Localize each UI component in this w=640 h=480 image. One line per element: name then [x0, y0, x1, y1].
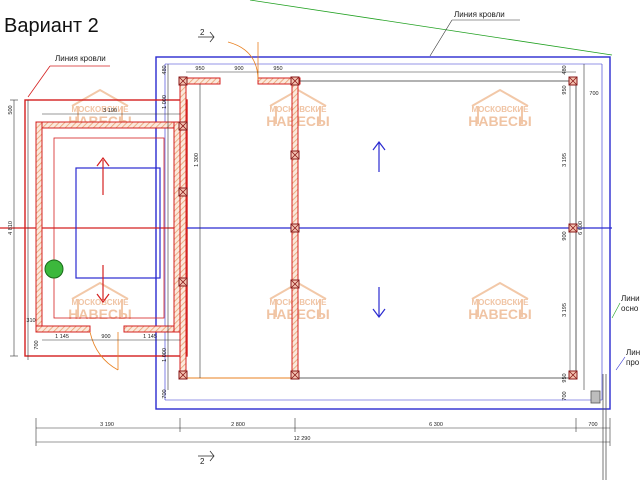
section-mark-bottom: 2: [198, 450, 215, 466]
dim-right-3195a: 3 195: [562, 153, 568, 167]
left-room-wall-left: [35, 121, 43, 333]
watermark-4-line1: МОСКОВСКИЕ: [72, 298, 130, 307]
post: [568, 76, 578, 86]
right-label-4: про: [626, 358, 640, 367]
section-mark-top: 2: [198, 28, 215, 43]
watermark-text-group: МОСКОВСКИЕ НАВЕСЫ МОСКОВСКИЕ НАВЕСЫ МОСК…: [68, 105, 532, 322]
watermark-3-line1: МОСКОВСКИЕ: [472, 105, 530, 114]
left-room-wall-top: [35, 121, 181, 129]
watermark-6: [471, 281, 529, 317]
post: [290, 370, 300, 380]
right-label-3: Лини: [626, 348, 640, 357]
watermark-4: [71, 281, 129, 317]
page-title: Вариант 2: [4, 15, 99, 37]
watermark-6-line2: НАВЕСЫ: [468, 306, 532, 322]
dim-top-950a: 950: [195, 66, 204, 72]
dim-bottom-total: 12 290: [294, 436, 311, 442]
roof-label-top-group: Линия кровли: [429, 10, 520, 57]
left-room-blue-square: [75, 167, 161, 279]
roof-leader-top-diag: [429, 19, 453, 57]
downpipe: [590, 390, 601, 404]
roof-diagonal-line: [249, 0, 613, 56]
section-mark-top-label: 2: [200, 28, 205, 37]
dim-left-500: 500: [8, 105, 14, 114]
post: [178, 277, 188, 287]
dim-bottom-700: 700: [588, 422, 597, 428]
roof-label-top: Линия кровли: [454, 10, 505, 19]
left-room-inner-line: [53, 137, 165, 319]
post: [178, 187, 188, 197]
dim-door-900a: 900: [101, 334, 110, 340]
dim-col-1000b: 1 000: [162, 348, 168, 362]
dimension-texts-vertical: 4 810 500 700 480 1 000 1 300 1 000 700 …: [8, 65, 584, 400]
dim-right-700a: 700: [589, 91, 598, 97]
dim-top-900: 900: [234, 66, 243, 72]
roof-label-left-group: Линия кровли: [27, 54, 110, 98]
dim-right-6600: 6 600: [578, 221, 584, 235]
section-mark-bottom-label: 2: [200, 457, 205, 466]
dim-right-950b: 950: [562, 373, 568, 382]
dim-right-700b: 700: [562, 391, 568, 400]
post: [290, 223, 300, 233]
dim-left-310: 310: [26, 318, 35, 324]
right-label-2: осно: [621, 304, 639, 313]
post: [178, 370, 188, 380]
dim-top-3190: 3 190: [103, 108, 117, 114]
dim-right-900: 900: [562, 231, 568, 240]
dimension-texts: 3 190 2 800 6 300 700 12 290 3 190 1 145…: [26, 66, 598, 442]
dim-door-1145a: 1 145: [55, 334, 69, 340]
dim-left-4810: 4 810: [8, 221, 14, 235]
post: [568, 223, 578, 233]
watermark-group: [71, 88, 529, 317]
post: [178, 121, 188, 131]
left-room-wall-right: [173, 121, 181, 333]
dim-right-3195b: 3 195: [562, 303, 568, 317]
roof-slope-arrows-red: [96, 157, 110, 303]
dim-left-700: 700: [34, 340, 40, 349]
right-label-1: Лини: [621, 294, 640, 303]
roof-outline-blue: [155, 56, 611, 410]
dim-right-950a: 950: [562, 85, 568, 94]
dim-col-1000a: 1 000: [162, 95, 168, 109]
dim-bottom-3190: 3 190: [100, 422, 114, 428]
watermark-3: [471, 88, 529, 124]
dim-bottom-6300: 6 300: [429, 422, 443, 428]
section-mark-top-arrow: [209, 31, 215, 43]
post: [568, 370, 578, 380]
door-swing-left: [89, 331, 119, 371]
posts-group: [178, 76, 578, 380]
post: [290, 279, 300, 289]
dim-col-480a: 480: [162, 65, 168, 74]
watermark-1-line1: МОСКОВСКИЕ: [72, 105, 130, 114]
roof-leader-left-diag: [27, 65, 51, 98]
left-room-wall-bottom-b: [123, 325, 181, 333]
dim-door-1145b: 1 145: [143, 334, 157, 340]
roof-slope-arrows-blue: [372, 141, 386, 318]
dim-top-950b: 950: [273, 66, 282, 72]
post: [290, 150, 300, 160]
middle-room: [179, 41, 301, 379]
watermark-3-line2: НАВЕСЫ: [468, 113, 532, 129]
watermark-6-line1: МОСКОВСКИЕ: [472, 298, 530, 307]
watermark-4-line2: НАВЕСЫ: [68, 306, 132, 322]
door-swing-top: [227, 41, 259, 81]
post: [178, 76, 188, 86]
left-room: [35, 121, 181, 371]
right-label-leader-2: [615, 356, 626, 371]
dimension-lines: [10, 64, 611, 446]
right-label-leader-1: [611, 302, 621, 319]
stove-circle: [44, 259, 64, 279]
dim-bottom-2800: 2 800: [231, 422, 245, 428]
roof-label-left: Линия кровли: [55, 54, 106, 63]
post: [290, 76, 300, 86]
dim-col-1300: 1 300: [194, 153, 200, 167]
left-room-wall-bottom-a: [35, 325, 91, 333]
section-mark-bottom-arrow: [209, 450, 215, 462]
dim-right-480: 480: [562, 65, 568, 74]
dim-col-700: 700: [162, 389, 168, 398]
